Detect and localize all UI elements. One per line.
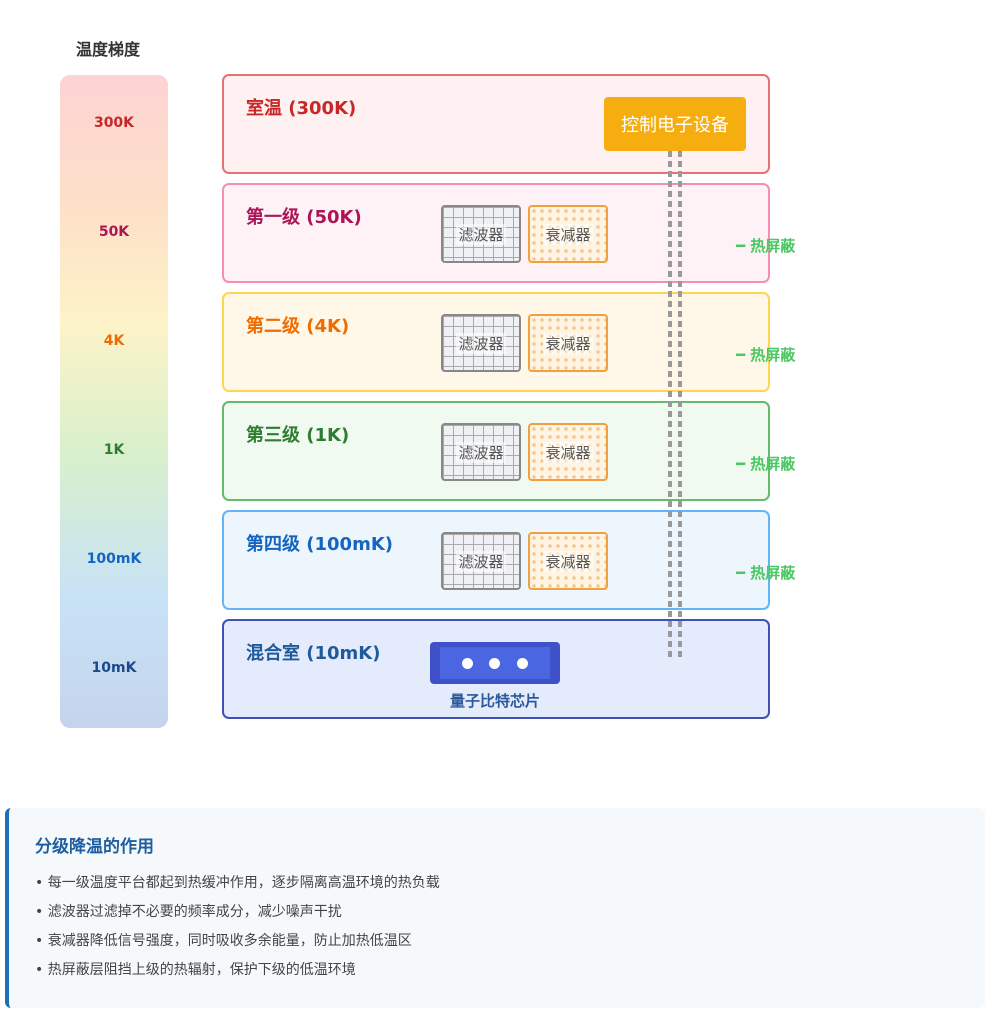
heat-shield-label: ━ 热屏蔽 [736,237,796,255]
filter-label: 滤波器 [456,441,506,463]
stage-title: 第三级 (1K) [246,425,350,446]
info-panel: 分级降温的作用 • 每一级温度平台都起到热缓冲作用，逐步隔离高温环境的热负载 •… [5,808,985,1008]
panel-item: • 每一级温度平台都起到热缓冲作用，逐步隔离高温环境的热负载 [35,875,440,891]
temperature-label: 300K [93,115,135,131]
qubit-chip-label: 量子比特芯片 [449,692,540,710]
stage-title: 第二级 (4K) [246,316,350,337]
attenuator-box: 衰减器 [528,423,608,481]
stage-4: 第四级 (100mK) 滤波器 衰减器 [222,510,770,610]
stage-title: 混合室 (10mK) [246,643,381,664]
filter-box: 滤波器 [441,314,521,372]
stage-3: 第三级 (1K) 滤波器 衰减器 [222,401,770,501]
signal-wire [668,151,682,659]
qubit-dot [489,657,501,669]
temperature-label: 50K [98,224,130,240]
temperature-label: 1K [103,442,125,458]
panel-item: • 滤波器过滤掉不必要的频率成分，减少噪声干扰 [35,904,342,920]
stage-title: 室温 (300K) [246,98,357,119]
filter-box: 滤波器 [441,532,521,590]
temperature-label: 100mK [86,551,142,567]
attenuator-label: 衰减器 [543,223,593,245]
filter-box: 滤波器 [441,205,521,263]
panel-title: 分级降温的作用 [35,837,154,857]
attenuator-label: 衰减器 [543,550,593,572]
attenuator-box: 衰减器 [528,205,608,263]
filter-label: 滤波器 [456,550,506,572]
qubit-dot [516,657,528,669]
panel-item: • 衰减器降低信号强度，同时吸收多余能量，防止加热低温区 [35,933,412,949]
qubit-chip [430,642,560,684]
temperature-gradient-bar [60,75,168,728]
filter-label: 滤波器 [456,332,506,354]
stage-title: 第一级 (50K) [246,207,362,228]
heat-shield-label: ━ 热屏蔽 [736,455,796,473]
heat-shield-label: ━ 热屏蔽 [736,564,796,582]
control-electronics-box: 控制电子设备 [604,97,746,151]
stage-2: 第二级 (4K) 滤波器 衰减器 [222,292,770,392]
attenuator-label: 衰减器 [543,332,593,354]
stage-1: 第一级 (50K) 滤波器 衰减器 [222,183,770,283]
heat-shield-label: ━ 热屏蔽 [736,346,796,364]
gradient-title: 温度梯度 [76,40,141,59]
qubit-dot [462,657,474,669]
panel-item: • 热屏蔽层阻挡上级的热辐射，保护下级的低温环境 [35,962,356,978]
filter-box: 滤波器 [441,423,521,481]
stage-title: 第四级 (100mK) [246,534,393,555]
attenuator-label: 衰减器 [543,441,593,463]
filter-label: 滤波器 [456,223,506,245]
attenuator-box: 衰减器 [528,314,608,372]
attenuator-box: 衰减器 [528,532,608,590]
temperature-label: 4K [103,333,125,349]
temperature-label: 10mK [91,660,137,676]
